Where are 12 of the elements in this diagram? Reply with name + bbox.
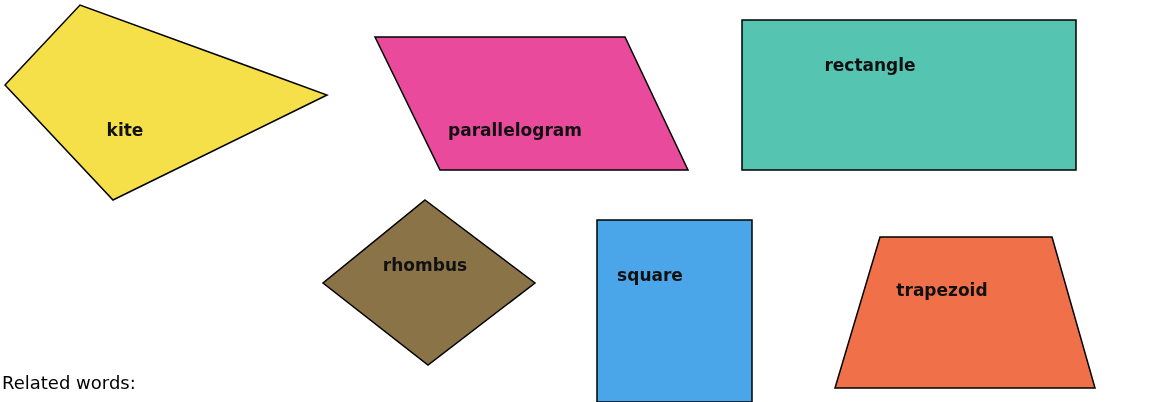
kite-shape [5, 5, 327, 200]
parallelogram-shape [375, 37, 688, 170]
note-text: Related words: [2, 372, 136, 393]
shape-label: parallelogram [448, 120, 582, 140]
shape-label: kite [106, 120, 144, 140]
shape-label: square [617, 265, 683, 285]
shape-label: trapezoid [896, 280, 988, 300]
shape-label: rectangle [824, 55, 916, 75]
rhombus-shape [323, 200, 535, 365]
trapezoid-shape [835, 237, 1095, 388]
rectangle-shape [742, 20, 1076, 170]
shape-label: rhombus [382, 255, 468, 275]
